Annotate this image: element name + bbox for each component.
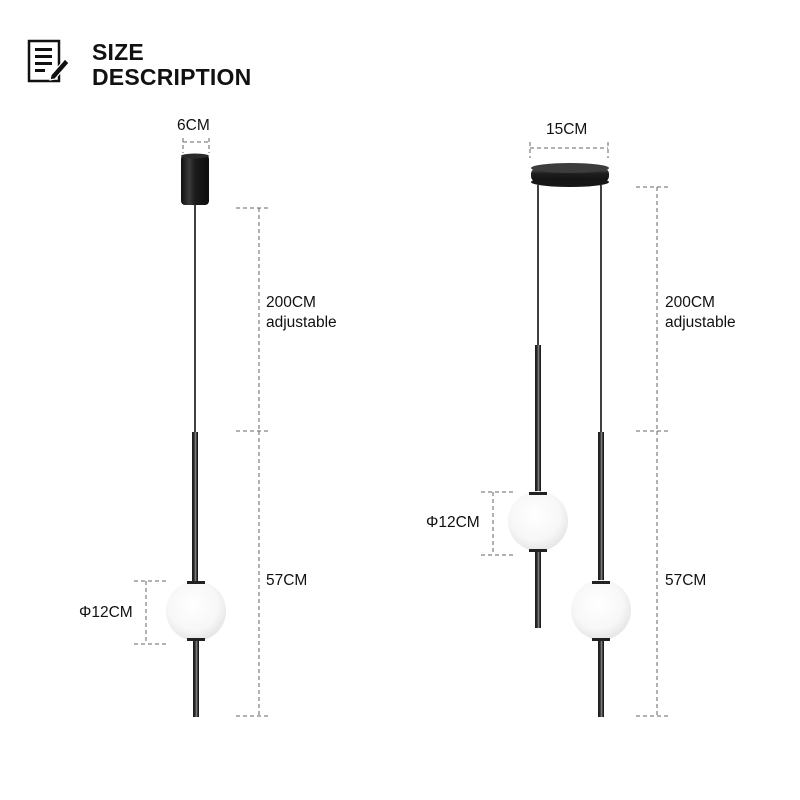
- double-rod-dimension: [636, 431, 668, 717]
- single-rod-length-label: 57CM: [266, 572, 308, 589]
- double-globe-dimension: [481, 491, 515, 556]
- double-globe-diameter-label: Φ12CM: [426, 514, 480, 531]
- single-canopy-width-label: 6CM: [177, 117, 210, 134]
- double-cable-dimension: [636, 186, 668, 432]
- double-left-globe: [508, 491, 568, 551]
- title-line-2: DESCRIPTION: [92, 64, 252, 90]
- single-rod-dimension: [236, 431, 270, 717]
- double-left-rod-lower: [535, 552, 541, 628]
- single-cable-dimension: [236, 207, 270, 432]
- page-title: SIZE DESCRIPTION: [92, 40, 251, 90]
- double-left-rod-upper: [535, 345, 541, 493]
- single-cable-note-label: adjustable: [266, 314, 337, 331]
- title-line-1: SIZE: [92, 39, 144, 65]
- single-canopy-width-dimension: [182, 138, 210, 153]
- double-right-globe: [571, 580, 631, 640]
- single-globe-dimension: [134, 580, 167, 645]
- single-rod-upper: [192, 432, 198, 584]
- double-canopy-width-dimension: [529, 142, 609, 158]
- double-canopy: [531, 163, 609, 187]
- single-canopy: [181, 155, 209, 205]
- double-cable-note-label: adjustable: [665, 314, 736, 331]
- double-canopy-width-label: 15CM: [546, 121, 588, 138]
- double-cable-length-label: 200CM: [665, 294, 715, 311]
- single-globe-diameter-label: Φ12CM: [79, 604, 133, 621]
- single-rod-lower: [193, 641, 199, 717]
- double-rod-length-label: 57CM: [665, 572, 707, 589]
- single-cable-length-label: 200CM: [266, 294, 316, 311]
- double-pendant: [481, 142, 668, 717]
- double-right-rod-lower: [598, 641, 604, 717]
- single-globe: [166, 581, 226, 641]
- single-pendant: [134, 138, 270, 717]
- double-right-rod-upper: [598, 432, 604, 582]
- document-edit-icon: [27, 39, 70, 83]
